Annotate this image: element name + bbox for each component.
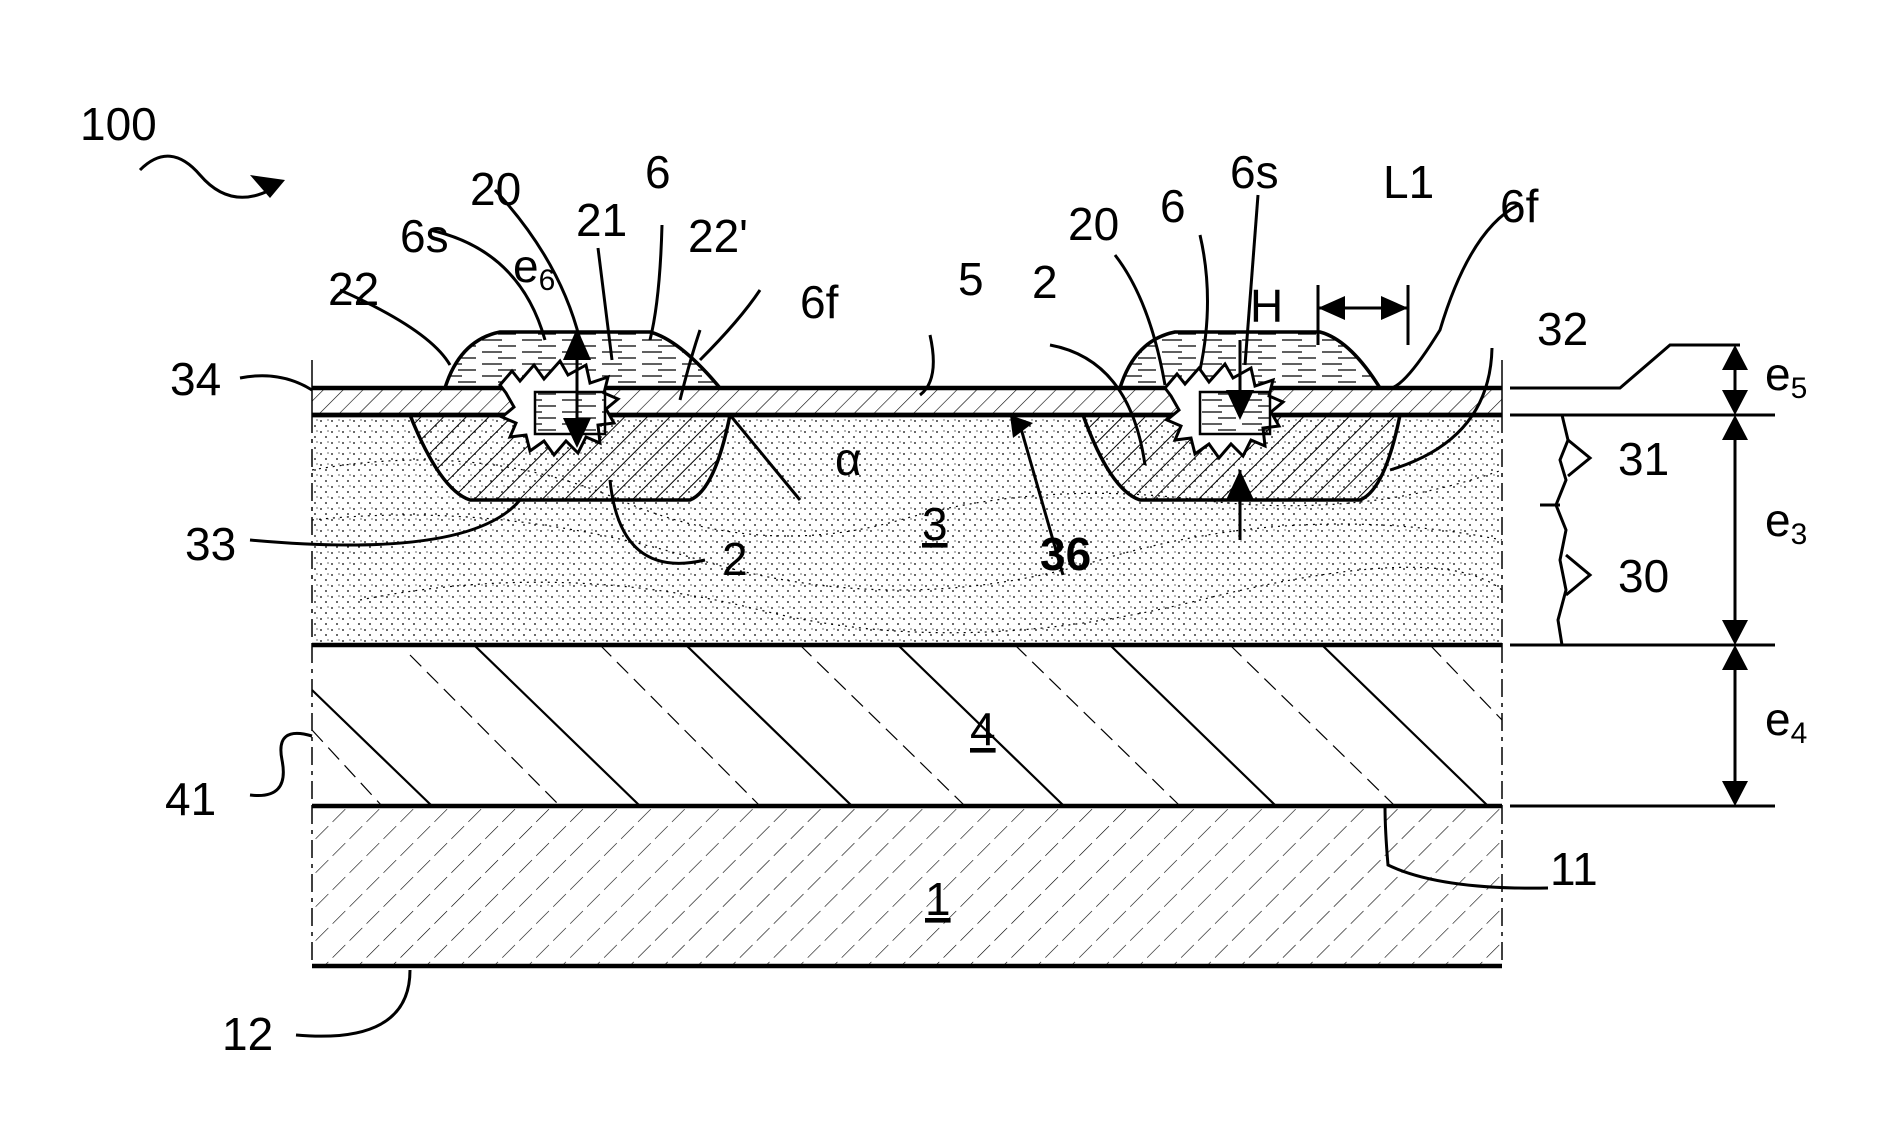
label-2-top: 2 bbox=[1032, 256, 1058, 308]
label-20-left: 20 bbox=[470, 163, 521, 215]
label-L1: L1 bbox=[1383, 156, 1434, 208]
label-20-right: 20 bbox=[1068, 198, 1119, 250]
dim-e3: e3 bbox=[1765, 494, 1807, 551]
label-36: 36 bbox=[1040, 528, 1091, 580]
label-4: 4 bbox=[970, 703, 996, 755]
label-2-bottom: 2 bbox=[722, 533, 748, 585]
label-11: 11 bbox=[1550, 843, 1598, 895]
dim-e5: e5 bbox=[1765, 348, 1807, 405]
label-H: H bbox=[1250, 280, 1283, 332]
label-34: 34 bbox=[170, 353, 221, 405]
label-alpha: α bbox=[835, 433, 862, 485]
dim-e6: e6 bbox=[513, 240, 555, 297]
label-12: 12 bbox=[222, 1008, 273, 1060]
label-30: 30 bbox=[1618, 550, 1669, 602]
label-33: 33 bbox=[185, 518, 236, 570]
label-3: 3 bbox=[922, 498, 948, 550]
label-41: 41 bbox=[165, 773, 216, 825]
label-100: 100 bbox=[80, 98, 157, 150]
label-6f-right: 6f bbox=[1500, 180, 1539, 232]
label-6-right: 6 bbox=[1160, 180, 1186, 232]
label-1: 1 bbox=[925, 873, 951, 925]
label-21: 21 bbox=[576, 194, 627, 246]
label-6-left: 6 bbox=[645, 146, 671, 198]
label-32: 32 bbox=[1537, 303, 1588, 355]
label-5: 5 bbox=[958, 253, 984, 305]
layer-4 bbox=[312, 645, 1502, 806]
dim-e4: e4 bbox=[1765, 693, 1807, 750]
label-31: 31 bbox=[1618, 433, 1669, 485]
label-6s-right: 6s bbox=[1230, 146, 1279, 198]
label-22prime: 22' bbox=[688, 210, 748, 262]
label-6f-left: 6f bbox=[800, 276, 839, 328]
label-6s-left: 6s bbox=[400, 210, 449, 262]
substrate-layer-1 bbox=[312, 806, 1502, 966]
label-22: 22 bbox=[328, 263, 379, 315]
